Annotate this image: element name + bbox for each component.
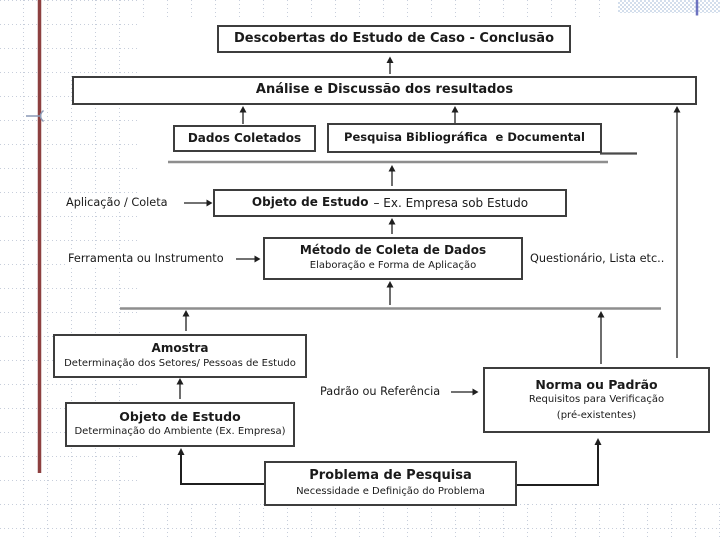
label-ferramenta-instrumento: Ferramenta ou Instrumento: [66, 252, 226, 266]
node-dados-title: Dados Coletados: [187, 130, 302, 145]
node-dados-coletados: Dados Coletados: [173, 125, 316, 152]
node-descobertas: Descobertas do Estudo de Caso - Conclusã…: [217, 25, 571, 53]
node-objeto-estudo-base: Objeto de Estudo Determinação do Ambient…: [65, 402, 295, 447]
node-metodo-title: Método de Coleta de Dados: [299, 243, 487, 258]
arrow-divider-to-metodo: [386, 281, 394, 305]
node-problema-subtitle: Necessidade e Definição do Problema: [296, 485, 485, 497]
elbow-problema-to-objetobase: [177, 448, 264, 485]
arrow-norma-to-analise-long: [673, 106, 681, 358]
node-amostra: Amostra Determinação dos Setores/ Pessoa…: [53, 334, 307, 378]
node-norma-padrao: Norma ou Padrão Requisitos para Verifica…: [483, 367, 710, 433]
node-problema-title: Problema de Pesquisa: [309, 467, 472, 483]
node-descobertas-title: Descobertas do Estudo de Caso - Conclusã…: [233, 30, 555, 46]
node-norma-line2: Requisitos para Verificação: [528, 394, 665, 406]
label-padrao-referencia: Padrão ou Referência: [318, 385, 443, 399]
node-norma-line3: (pré-existentes): [556, 409, 637, 421]
node-norma-title: Norma ou Padrão: [535, 376, 658, 392]
label-aplicacao-coleta: Aplicação / Coleta: [64, 196, 170, 210]
node-amostra-subtitle: Determinação dos Setores/ Pessoas de Est…: [64, 357, 296, 369]
node-objeto-meio-title-bold: Objeto de Estudo: [251, 195, 369, 210]
arrow-ferramenta-to-metodo: [236, 255, 261, 263]
node-pesquisa-title: Pesquisa Bibliográfica e Documental: [344, 130, 585, 145]
arrow-amostra-to-divider: [182, 310, 190, 331]
arrow-norma-to-divider: [597, 311, 605, 364]
arrow-padrao-to-norma: [451, 388, 479, 396]
arrow-objeto-to-divider: [388, 165, 396, 186]
arrow-metodo-to-objeto: [388, 218, 396, 234]
node-objeto-meio-title-rest: – Ex. Empresa sob Estudo: [373, 196, 529, 210]
checker-band: [618, 0, 720, 13]
arrow-objetobase-to-amostra: [176, 378, 184, 399]
node-analise: Análise e Discussão dos resultados: [72, 76, 697, 105]
elbow-problema-to-norma: [517, 438, 602, 486]
label-questionario-lista: Questionário, Lista etc..: [528, 252, 667, 266]
cursor-hook-mark: [26, 109, 45, 123]
node-metodo-subtitle: Elaboração e Forma de Aplicação: [309, 260, 477, 272]
node-problema-pesquisa: Problema de Pesquisa Necessidade e Defin…: [264, 461, 517, 506]
node-objeto-base-subtitle: Determinação do Ambiente (Ex. Empresa): [74, 426, 286, 438]
node-metodo-coleta: Método de Coleta de Dados Elaboração e F…: [263, 237, 523, 280]
arrow-dados-to-analise: [239, 106, 247, 124]
node-objeto-base-title: Objeto de Estudo: [119, 409, 241, 425]
grid-bottom-strip: [0, 504, 720, 540]
arrow-aplicacao-to-objeto: [184, 199, 213, 207]
arrow-analise-to-descobertas: [386, 56, 394, 74]
grid-top-ticks: [138, 0, 618, 18]
arrow-pesquisa-to-analise: [451, 106, 459, 123]
node-pesquisa-bibliografica: Pesquisa Bibliográfica e Documental: [327, 123, 602, 153]
node-analise-title: Análise e Discussão dos resultados: [255, 82, 514, 98]
node-amostra-title: Amostra: [151, 340, 209, 355]
node-objeto-estudo-meio: Objeto de Estudo – Ex. Empresa sob Estud…: [213, 189, 567, 217]
